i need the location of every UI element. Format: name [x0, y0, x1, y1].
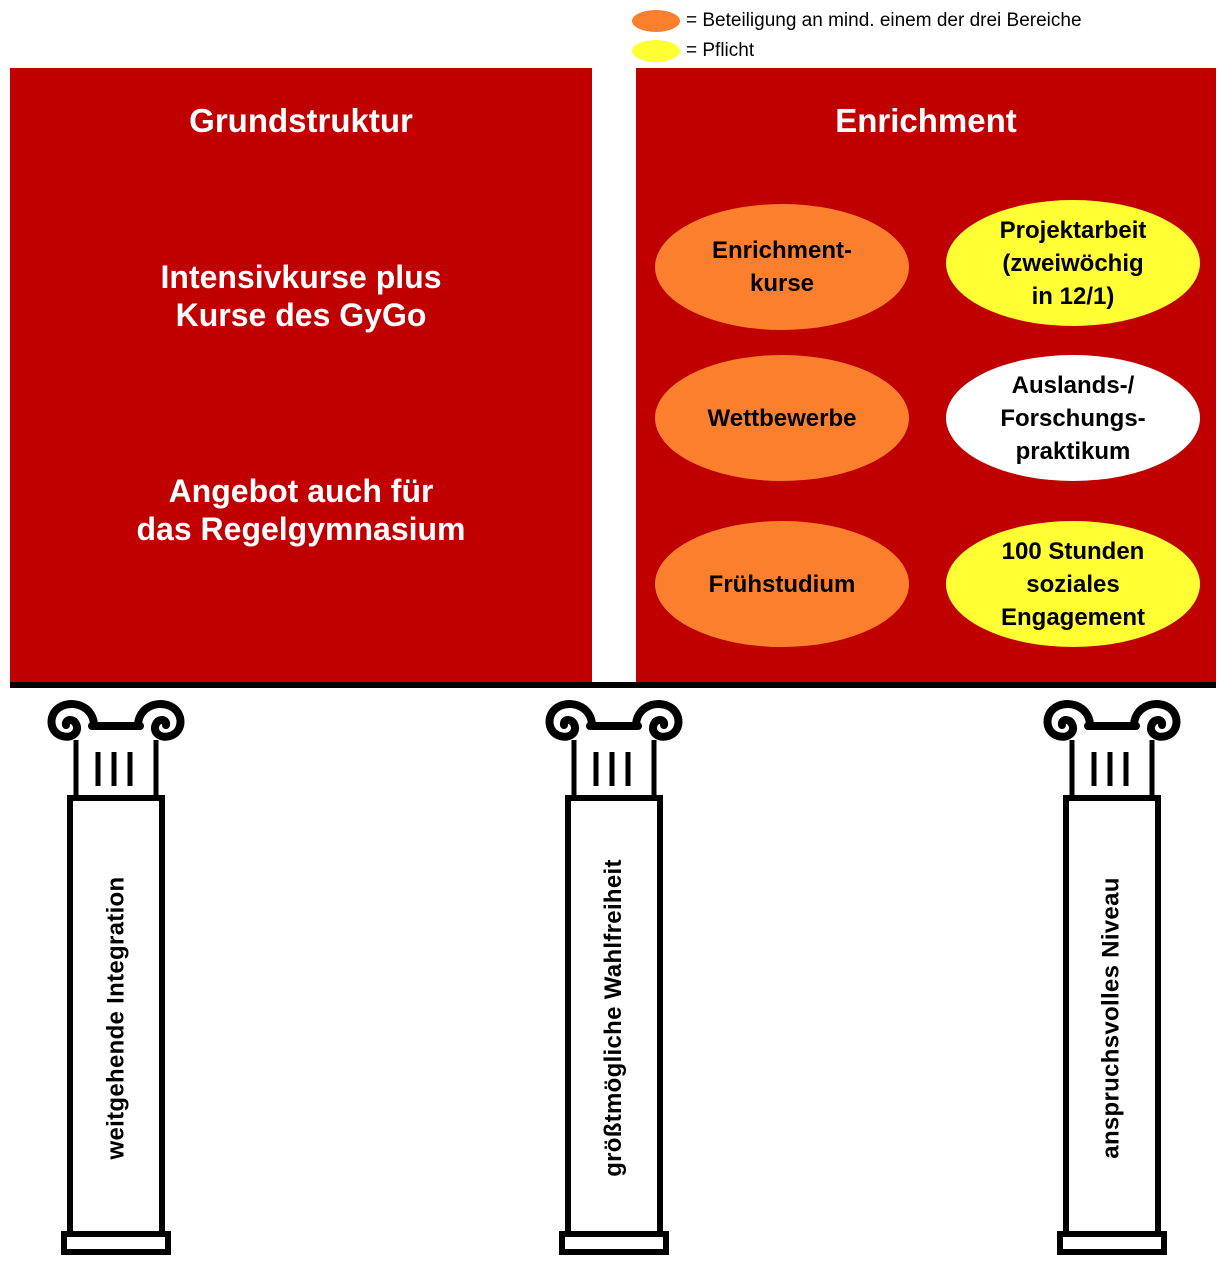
- ellipse-line: Forschungs-: [1000, 404, 1146, 432]
- column-integration: weitgehende Integration: [36, 688, 196, 1258]
- legend-label-yellow: = Pflicht: [686, 40, 755, 61]
- projektarbeit-ellipse: Projektarbeit (zweiwöchig in 12/1): [946, 200, 1200, 326]
- column-label-text: anspruchsvolles Niveau: [1098, 877, 1126, 1159]
- enrichment-panel: Enrichment Enrichment- kurse Projektarbe…: [636, 68, 1216, 685]
- column-drawing: [47, 700, 185, 1255]
- fruehstudium-ellipse: Frühstudium: [655, 521, 909, 647]
- volute-right-icon: [134, 700, 185, 741]
- soziales-engagement-ellipse: 100 Stunden soziales Engagement: [946, 521, 1200, 647]
- volute-left-icon: [47, 700, 98, 741]
- column-niveau: anspruchsvolles Niveau: [1032, 688, 1192, 1258]
- ellipse-line: Engagement: [1000, 603, 1146, 631]
- ellipse-line: 100 Stunden: [1001, 537, 1145, 565]
- intensivkurse-line-2: Kurse des GyGo: [175, 297, 427, 333]
- column-label: weitgehende Integration: [70, 800, 162, 1236]
- ellipse-line: (zweiwöchig: [1002, 249, 1144, 277]
- ellipse-line: Auslands-/: [1011, 371, 1135, 399]
- volute-right-icon: [1130, 700, 1181, 741]
- column-label: anspruchsvolles Niveau: [1066, 800, 1158, 1236]
- grundstruktur-panel: Grundstruktur Intensivkurse plus Kurse d…: [10, 68, 592, 685]
- ellipse-line: soziales: [1026, 570, 1120, 598]
- column-label-text: weitgehende Integration: [102, 876, 129, 1160]
- volute-left-icon: [1043, 700, 1094, 741]
- grundstruktur-title: Grundstruktur: [189, 102, 413, 139]
- ellipse-line: praktikum: [1015, 437, 1131, 465]
- legend-item-yellow: = Pflicht: [632, 40, 754, 62]
- enrichmentkurse-ellipse: Enrichment- kurse: [655, 204, 909, 330]
- ellipse-line: Wettbewerbe: [707, 404, 857, 432]
- beam: [10, 682, 1216, 688]
- angebot-line-1: Angebot auch für: [168, 473, 434, 509]
- volute-left-icon: [545, 700, 596, 741]
- legend-label-orange: = Beteiligung an mind. einem der drei Be…: [686, 10, 1082, 31]
- column-drawing: [545, 700, 683, 1255]
- ellipse-line: Enrichment-: [711, 237, 852, 264]
- legend-swatch-orange: [632, 10, 680, 32]
- auslandspraktikum-ellipse: Auslands-/ Forschungs- praktikum: [946, 355, 1200, 481]
- intensivkurse-line-1: Intensivkurse plus: [160, 259, 442, 295]
- column-label-text: größtmögliche Wahlfreiheit: [600, 859, 627, 1177]
- intensivkurse-text: Intensivkurse plus Kurse des GyGo: [10, 258, 592, 334]
- wettbewerbe-ellipse: Wettbewerbe: [655, 355, 909, 481]
- column-label: größtmögliche Wahlfreiheit: [568, 800, 660, 1236]
- legend-swatch-yellow: [632, 40, 680, 62]
- angebot-line-2: das Regelgymnasium: [136, 511, 466, 547]
- angebot-text: Angebot auch für das Regelgymnasium: [10, 472, 592, 548]
- ellipse-line: kurse: [749, 270, 815, 297]
- legend-item-orange: = Beteiligung an mind. einem der drei Be…: [632, 10, 1082, 32]
- ellipse-line: in 12/1): [1031, 282, 1115, 310]
- volute-right-icon: [632, 700, 683, 741]
- enrichment-title: Enrichment: [835, 102, 1017, 139]
- ellipse-line: Projektarbeit: [999, 216, 1147, 244]
- column-wahlfreiheit: größtmögliche Wahlfreiheit: [534, 688, 694, 1258]
- ellipse-line: Frühstudium: [708, 570, 856, 598]
- column-drawing: [1043, 700, 1181, 1255]
